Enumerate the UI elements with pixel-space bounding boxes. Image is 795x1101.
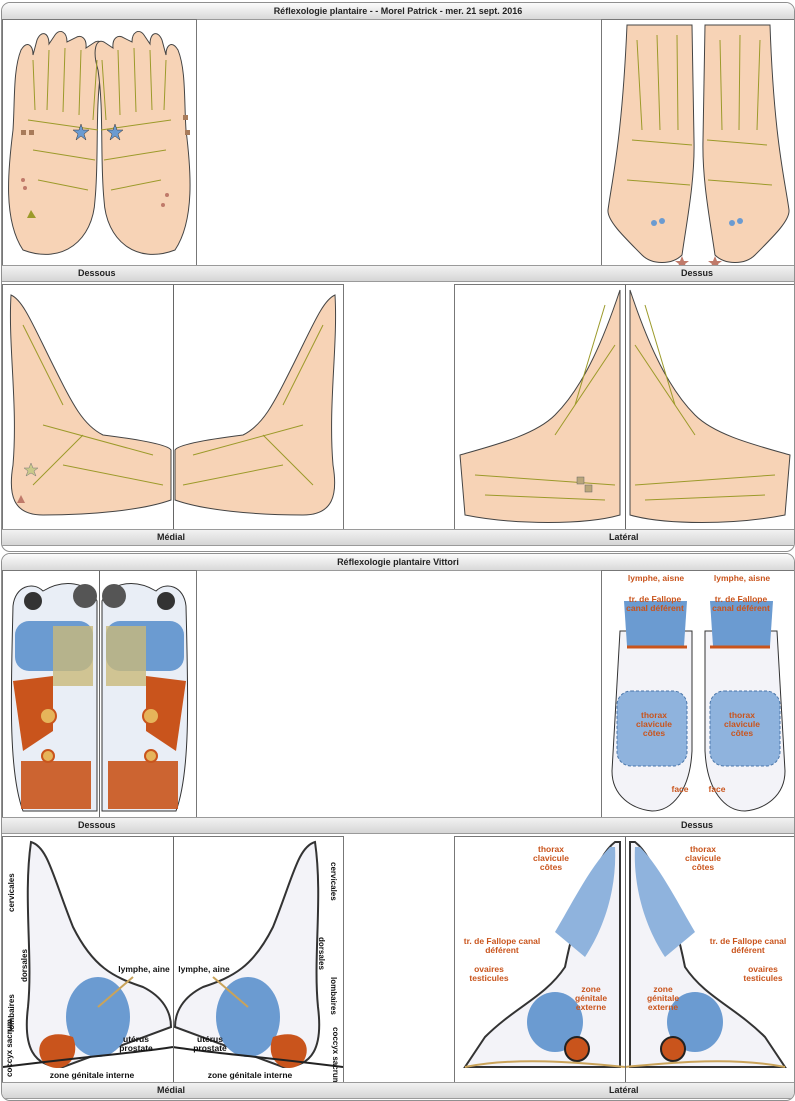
label-vittori-lateral: Latéral [609, 1085, 639, 1095]
vittori-dessus-drawing [611, 601, 786, 812]
panel-dessous-feet [2, 19, 197, 266]
label-dessus: Dessus [681, 268, 714, 278]
label-dessous: Dessous [78, 268, 116, 278]
row1-labels: Dessous Dessus [2, 265, 794, 282]
medial-cervicales-left: cervicales [7, 873, 16, 912]
medial-lombaires-right: lombaires [329, 977, 338, 1015]
label-vittori-dessous: Dessous [78, 820, 116, 830]
panel-dessus-feet [601, 19, 794, 266]
medial-lymphe-left: lymphe, aine [118, 964, 170, 974]
medial-feet-drawing [9, 294, 337, 516]
dessus-thorax-right: thorax clavicule côtes [724, 710, 760, 738]
lateral-ovaires-right: ovaires testicules [743, 964, 783, 983]
medial-coccyx-right: coccyx sacrum [331, 1027, 340, 1083]
lateral-fallope-right: tr. de Fallope canal déférent [709, 936, 787, 955]
section-vittori: Réflexologie plantaire Vittori [1, 553, 795, 1101]
dessous-feet-drawing [8, 31, 191, 255]
label-vittori-dessus: Dessus [681, 820, 714, 830]
vittori-lateral-drawing [463, 841, 787, 1068]
medial-cervicales-right: cervicales [329, 862, 338, 901]
lateral-feet-drawing [459, 289, 791, 523]
panel-vittori-dessous [2, 570, 197, 818]
panel-lateral-feet [454, 284, 794, 530]
vittori-medial-drawing [3, 840, 343, 1069]
dessus-lymphe-right: lymphe, aisne [713, 573, 771, 583]
medial-uterus-right: utérus prostate [193, 1034, 227, 1053]
medial-uterus-left: utérus prostate [119, 1034, 153, 1053]
section-title: Réflexologie plantaire Vittori [2, 554, 794, 571]
panel-vittori-lateral: thorax clavicule côtes thorax clavicule … [454, 836, 794, 1083]
vittori-dessous-drawing [10, 583, 189, 812]
dessus-lymphe-left: lymphe, aisne [627, 573, 685, 583]
vittori-row2-labels: Médial Latéral [2, 1082, 794, 1099]
lateral-ovaires-left: ovaires testicules [469, 964, 509, 983]
medial-dorsales-right: dorsales [317, 937, 326, 970]
medial-dorsales-left: dorsales [20, 949, 29, 982]
panel-vittori-dessus: lymphe, aisne lymphe, aisne tr. de Fallo… [601, 570, 794, 818]
vittori-row1-labels: Dessous Dessus [2, 817, 794, 834]
dessus-thorax-left: thorax clavicule côtes [636, 710, 672, 738]
label-medial: Médial [157, 532, 186, 542]
dessus-face-right: face [708, 784, 726, 794]
lateral-fallope-left: tr. de Fallope canal déférent [463, 936, 541, 955]
label-vittori-medial: Médial [157, 1085, 186, 1095]
lateral-thorax-left: thorax clavicule côtes [533, 844, 569, 872]
medial-zone-left: zone génitale interne [49, 1070, 135, 1080]
section-morel: Réflexologie plantaire - - Morel Patrick… [1, 2, 795, 552]
dessus-feet-drawing [607, 24, 790, 265]
lateral-zone-ext-right: zone génitale externe [646, 984, 680, 1012]
section-title: Réflexologie plantaire - - Morel Patrick… [2, 3, 794, 20]
label-lateral: Latéral [609, 532, 639, 542]
medial-lymphe-right: lymphe, aine [178, 964, 230, 974]
dessus-face-left: face [671, 784, 689, 794]
medial-zone-right: zone génitale interne [207, 1070, 293, 1080]
row2-labels: Médial Latéral [2, 529, 794, 546]
dessus-fallope-left: tr. de Fallope canal déférent [626, 594, 684, 613]
panel-vittori-medial: cervicales dorsales lombaires coccyx sac… [2, 836, 344, 1083]
lateral-zone-ext-left: zone génitale externe [574, 984, 608, 1012]
lateral-thorax-right: thorax clavicule côtes [685, 844, 721, 872]
panel-medial-feet [2, 284, 344, 530]
dessus-fallope-right: tr. de Fallope canal déférent [712, 594, 770, 613]
medial-coccyx-left: coccyx sacrum [5, 1019, 14, 1077]
